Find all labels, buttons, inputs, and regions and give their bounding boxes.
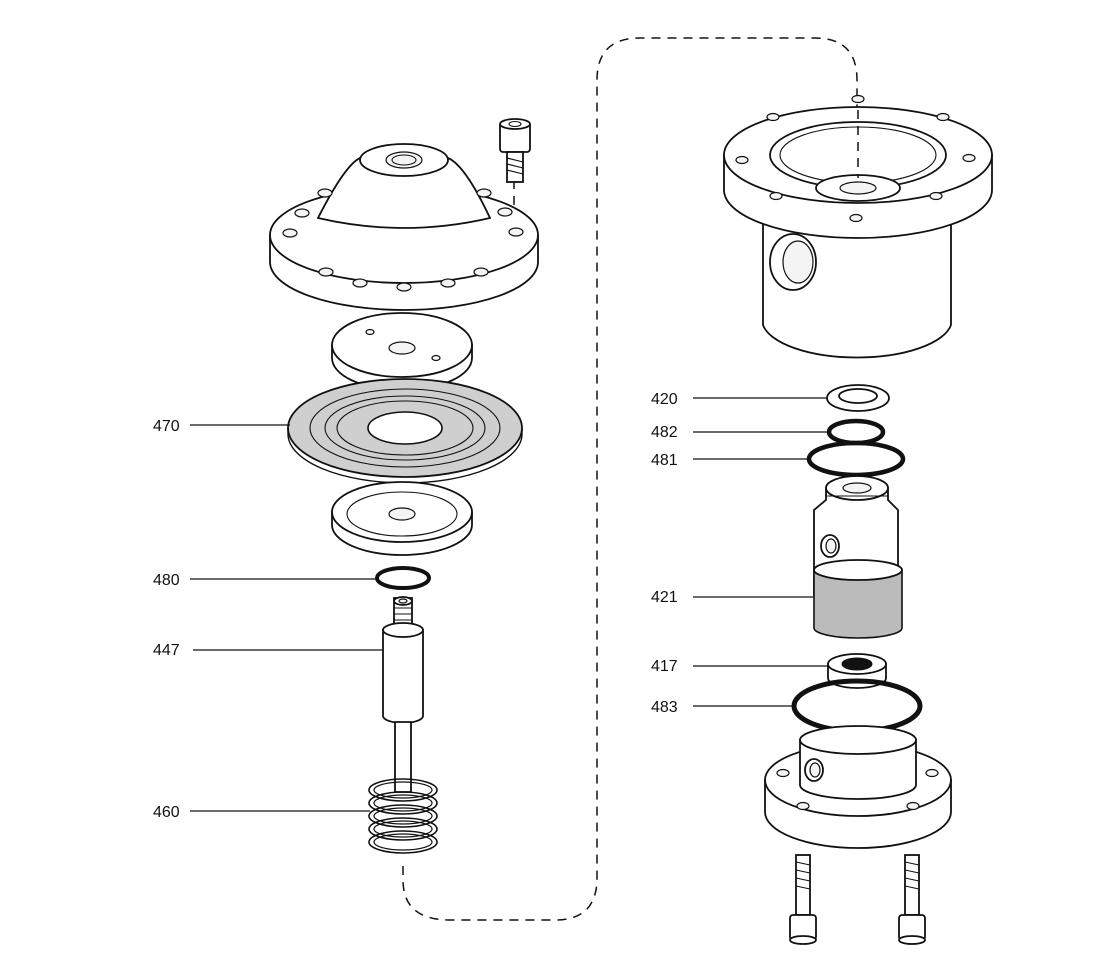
- callout-420: 420: [651, 391, 678, 408]
- callout-447: 447: [153, 642, 180, 659]
- spring-460: [368, 778, 438, 854]
- o-ring-481: [806, 440, 906, 478]
- upper-housing: [269, 143, 539, 311]
- lower-diaphragm-plate: [331, 481, 473, 556]
- cap-screw-top: [499, 118, 531, 183]
- upper-diaphragm-plate: [331, 312, 473, 391]
- valve-stem-447: [382, 596, 424, 793]
- callout-460: 460: [153, 804, 180, 821]
- callout-421: 421: [651, 589, 678, 606]
- assembly-path-dashed: [402, 37, 858, 921]
- cap-screw-bottom-left: [789, 854, 817, 945]
- callout-483: 483: [651, 699, 678, 716]
- lower-housing: [764, 725, 952, 849]
- valve-insert-421: [813, 475, 903, 639]
- main-body-bolt-holes: [735, 94, 976, 223]
- callout-482: 482: [651, 424, 678, 441]
- o-ring-482: [826, 418, 886, 446]
- diaphragm-470: [287, 378, 523, 484]
- upper-housing-bolt-holes: [282, 188, 524, 292]
- washer-420: [826, 384, 890, 412]
- callout-417: 417: [651, 658, 678, 675]
- main-body: [723, 94, 993, 359]
- knurled-sleeve: [813, 559, 903, 639]
- cap-screw-bottom-right: [898, 854, 926, 945]
- callout-470: 470: [153, 418, 180, 435]
- o-ring-480: [375, 566, 431, 590]
- callout-481: 481: [651, 452, 678, 469]
- callout-480: 480: [153, 572, 180, 589]
